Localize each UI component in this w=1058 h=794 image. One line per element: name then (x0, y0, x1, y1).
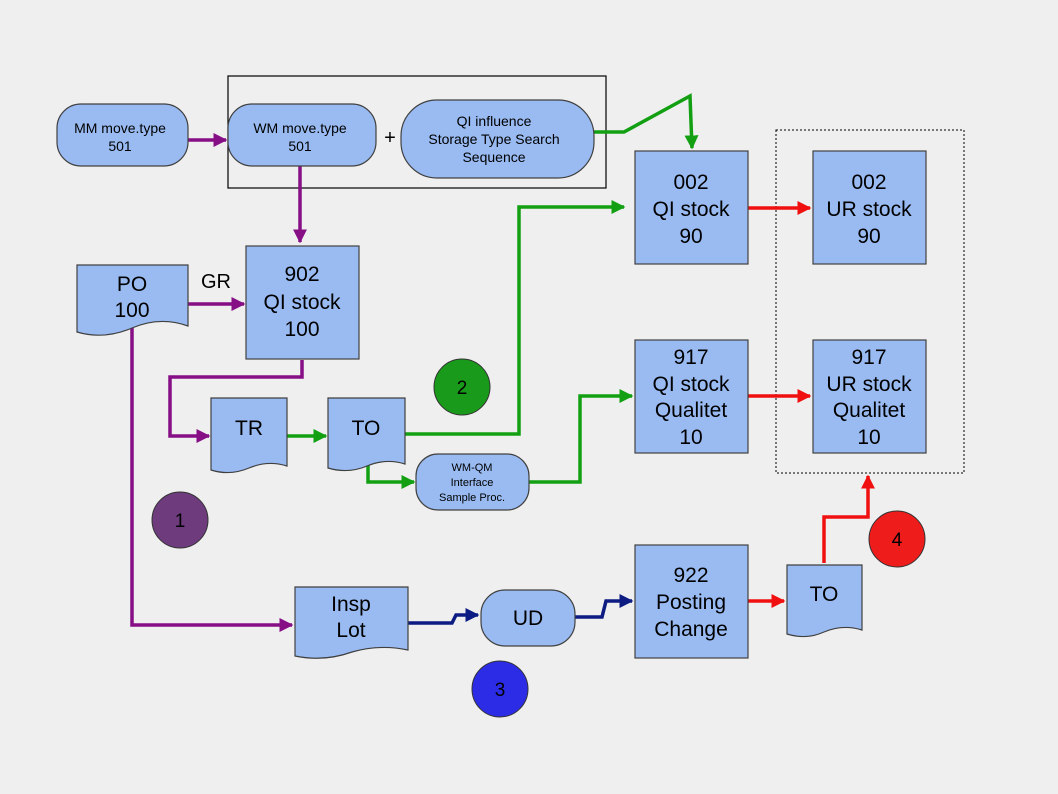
qi-902-line1: 902 (284, 263, 319, 286)
qi-917-line1: 917 (673, 346, 708, 369)
ur-917-line4: 10 (857, 426, 880, 449)
to-pc-document-node: TO (786, 564, 863, 638)
qi-stock-917-node: 917 QI stock Qualitet 10 (634, 339, 749, 454)
qi-stock-002-node: 002 QI stock 90 (634, 150, 749, 265)
tr-document-node: TR (210, 397, 288, 474)
pc-922-line3: Change (654, 618, 728, 641)
step-4-label: 4 (892, 530, 903, 551)
wm-qm-line3: Sample Proc. (439, 492, 505, 504)
qi-influence-line2: Storage Type Search (428, 131, 559, 147)
plus-sign: + (384, 127, 396, 149)
insp-lot-line1: Insp (331, 593, 371, 616)
ur-002-line2: UR stock (826, 198, 912, 221)
mm-move-line2: 501 (108, 138, 132, 154)
qi-917-line3: Qualitet (655, 399, 728, 422)
po-line2: 100 (114, 299, 149, 322)
to-wm-document-node: TO (327, 397, 406, 472)
po-line1: PO (117, 273, 147, 296)
qi-002-line3: 90 (679, 225, 702, 248)
arrow-to-to-002 (405, 200, 626, 436)
pc-922-line2: Posting (656, 591, 726, 614)
ur-917-line3: Qualitet (833, 399, 906, 422)
gr-label: GR (201, 271, 231, 293)
qi-902-line3: 100 (284, 318, 319, 341)
ur-002-line3: 90 (857, 225, 880, 248)
arrow-insp-to-ud (408, 608, 480, 625)
arrow-902-to-tr (168, 360, 304, 443)
ud-node: UD (480, 589, 576, 647)
ur-917-line1: 917 (851, 346, 886, 369)
arrow-to-to-ur-group (822, 474, 875, 563)
qi-002-line1: 002 (673, 171, 708, 194)
ur-stock-917-node: 917 UR stock Qualitet 10 (812, 339, 927, 454)
ur-002-line1: 002 (851, 171, 886, 194)
wm-qm-line2: Interface (451, 477, 494, 489)
ur-917-line2: UR stock (826, 373, 912, 396)
wm-qm-line1: WM-QM (452, 462, 493, 474)
insp-lot-line2: Lot (336, 619, 365, 642)
mm-move-line1: MM move.type (74, 120, 166, 136)
ud-label: UD (513, 607, 543, 630)
to-wm-label: TO (352, 417, 381, 440)
ur-stock-002-node: 002 UR stock 90 (812, 150, 927, 265)
wm-move-type-node: WM move.type 501 (227, 103, 377, 167)
wm-qm-interface-node: WM-QM Interface Sample Proc. (415, 453, 530, 511)
tr-label: TR (235, 417, 263, 440)
posting-change-922-node: 922 Posting Change (634, 544, 749, 659)
step-3-marker: 3 (471, 660, 529, 718)
stock-group-frame (775, 129, 965, 474)
qi-stock-902-node: 902 QI stock 100 (245, 245, 360, 360)
step-4-marker: 4 (868, 510, 926, 568)
arrow-qi-to-002 (594, 93, 699, 150)
step-2-marker: 2 (433, 358, 491, 416)
step-3-label: 3 (495, 680, 506, 701)
pc-922-line1: 922 (673, 564, 708, 587)
qi-influence-line3: Sequence (462, 149, 525, 165)
arrow-wmqm-to-917 (529, 389, 634, 484)
qi-917-line4: 10 (679, 426, 702, 449)
flow-1-connectors (130, 133, 307, 632)
wm-move-line1: WM move.type (253, 120, 347, 136)
step-1-label: 1 (175, 511, 186, 532)
step-1-marker: 1 (151, 491, 209, 549)
qi-902-line2: QI stock (263, 291, 341, 314)
qi-002-line2: QI stock (652, 198, 730, 221)
arrow-to-to-wmqm (366, 463, 416, 489)
flow-3-connectors (408, 594, 634, 625)
qi-influence-node: QI influence Storage Type Search Sequenc… (400, 99, 595, 179)
to-pc-label: TO (810, 583, 839, 606)
step-2-label: 2 (457, 378, 468, 399)
mm-move-type-node: MM move.type 501 (56, 103, 189, 167)
qi-917-line2: QI stock (652, 373, 730, 396)
po-document-node: PO 100 (76, 264, 189, 336)
insp-lot-document-node: Insp Lot (294, 586, 409, 659)
arrow-po-to-insp (130, 326, 294, 632)
flow-2-connectors (287, 93, 699, 489)
arrow-ud-to-922 (575, 594, 634, 619)
qi-influence-line1: QI influence (457, 113, 532, 129)
flow-4-connectors (748, 201, 875, 608)
wm-move-line2: 501 (288, 138, 312, 154)
